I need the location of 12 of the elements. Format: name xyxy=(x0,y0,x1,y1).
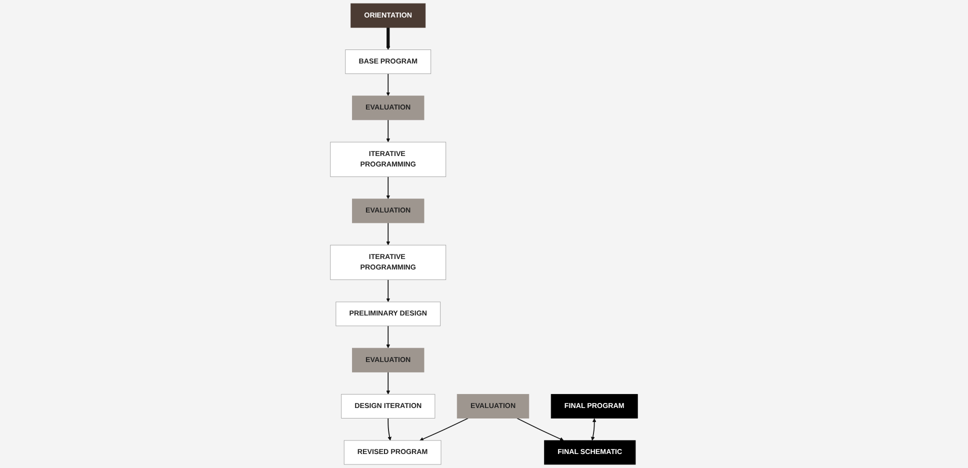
arrow xyxy=(516,418,564,441)
arrow xyxy=(388,418,392,441)
arrow xyxy=(386,73,390,96)
arrow xyxy=(386,222,390,246)
arrow xyxy=(420,418,469,441)
arrow xyxy=(386,176,390,200)
arrow xyxy=(386,28,390,50)
arrow xyxy=(386,279,390,302)
arrow xyxy=(386,119,390,142)
arrow xyxy=(386,325,390,348)
arrow xyxy=(386,372,390,394)
arrow xyxy=(590,418,596,441)
